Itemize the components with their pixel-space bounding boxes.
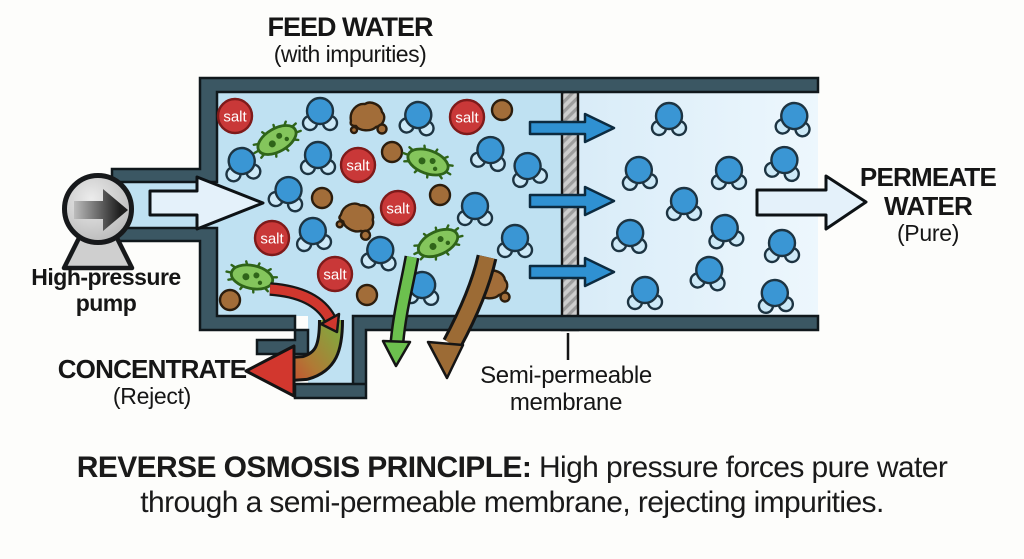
salt-particle: salt <box>216 97 254 135</box>
salt-particle: salt <box>448 98 486 136</box>
svg-text:salt: salt <box>455 110 479 127</box>
dirt-particle <box>490 98 514 122</box>
red-reject-curve-arrow <box>269 282 341 334</box>
membrane-flow-arrow <box>528 185 616 217</box>
membrane-label: Semi-permeable membrane <box>480 362 652 416</box>
concentrate-label: CONCENTRATE (Reject) <box>57 354 247 410</box>
svg-text:salt: salt <box>346 158 370 175</box>
tank-wall <box>110 76 820 400</box>
feed-water-title: FEED WATER (with impurities) <box>267 12 434 68</box>
svg-text:salt: salt <box>386 201 410 218</box>
caption: REVERSE OSMOSIS PRINCIPLE: High pressure… <box>0 450 1024 520</box>
brown-impurity-arrow <box>426 254 498 380</box>
feed-water-title-main: FEED WATER <box>267 12 434 42</box>
salt-particle: salt <box>339 146 377 184</box>
svg-text:salt: salt <box>223 109 247 126</box>
dirt-clump <box>349 101 388 135</box>
permeate-label: PERMEATE WATER (Pure) <box>859 162 997 247</box>
dirt-particle <box>355 283 379 307</box>
feed-flow-arrow <box>148 175 265 231</box>
salt-particle: salt <box>379 189 417 227</box>
salt-particle: salt <box>316 255 354 293</box>
membrane-flow-arrow <box>528 112 616 144</box>
dirt-particle <box>218 288 242 312</box>
dirt-particle <box>310 186 334 210</box>
svg-text:salt: salt <box>323 267 347 284</box>
membrane-flow-arrow <box>528 256 616 288</box>
pump-label: High-pressure pump <box>31 264 181 317</box>
feed-water-title-sub: (with impurities) <box>273 41 427 68</box>
permeate-flow-arrow <box>755 174 868 231</box>
svg-text:salt: salt <box>260 231 284 248</box>
dirt-particle <box>380 140 404 164</box>
dirt-particle <box>428 183 452 207</box>
green-impurity-arrow <box>381 255 420 368</box>
caption-line2: through a semi-permeable membrane, rejec… <box>140 486 884 519</box>
pump-icon <box>61 173 135 271</box>
caption-line1: REVERSE OSMOSIS PRINCIPLE: High pressure… <box>76 451 948 484</box>
salt-particle: salt <box>253 219 291 257</box>
pump-arrow-icon <box>74 189 128 231</box>
